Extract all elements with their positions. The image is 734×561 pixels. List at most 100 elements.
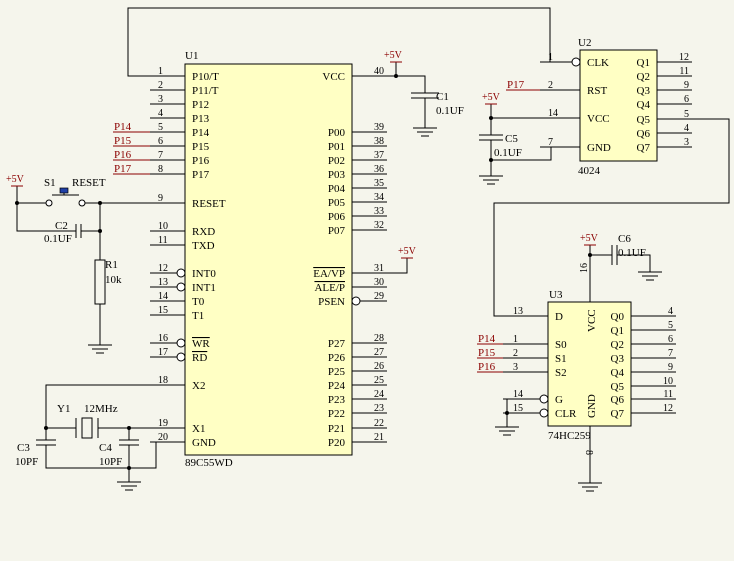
- pin-number: 39: [374, 122, 384, 133]
- pin-number: 26: [374, 361, 384, 372]
- u3-body: [547, 301, 632, 427]
- pin-name: Q3: [637, 85, 651, 97]
- pin-name: P24: [328, 380, 346, 392]
- pin-name: ALE/P: [314, 282, 345, 294]
- pin-name: Q4: [611, 367, 625, 379]
- pin-number: 14: [158, 291, 168, 302]
- pin-name: G: [555, 394, 563, 406]
- vcc-flag-reset: +5V: [6, 174, 25, 187]
- pin-name: P11/T: [192, 85, 219, 97]
- pin-name: X1: [192, 423, 205, 435]
- ground-icon: [578, 482, 602, 492]
- u3-right-pin: 5Q1: [611, 320, 676, 337]
- net-label: P14: [478, 333, 496, 345]
- pin-name: P22: [328, 408, 345, 420]
- pin-name: RST: [587, 85, 607, 97]
- pin-name: P00: [328, 127, 346, 139]
- pin-number: 12: [679, 52, 689, 63]
- c3-value: 10PF: [15, 456, 38, 468]
- pin-name: Q7: [637, 142, 651, 154]
- pin-number: 38: [374, 136, 384, 147]
- pin-name: X2: [192, 380, 205, 392]
- u1-body: [184, 63, 353, 456]
- pin-number: 23: [374, 403, 384, 414]
- net-label: P16: [478, 361, 496, 373]
- pin-name: Q1: [611, 325, 624, 337]
- pin-name: Q6: [637, 128, 651, 140]
- ground-icon: [88, 344, 112, 354]
- pin-name: EA/VP: [313, 268, 345, 280]
- pin-number: 16: [158, 333, 168, 344]
- vcc-flag-u2: +5V: [482, 92, 501, 105]
- u3-vcc-pin-name: VCC: [586, 309, 598, 332]
- c4-value: 10PF: [99, 456, 122, 468]
- pin-number: 31: [374, 263, 384, 274]
- pin-number: 6: [158, 136, 163, 147]
- net-label: P17: [114, 163, 132, 175]
- pin-number: 4: [158, 108, 163, 119]
- c6-value: 0.1UF: [618, 247, 646, 259]
- c3-ref: C3: [17, 442, 30, 454]
- component-labels: C1 0.1UF C2 0.1UF C3 10PF C4 10PF C5 0.1…: [15, 91, 646, 468]
- c5-value: 0.1UF: [494, 147, 522, 159]
- c4-ref: C4: [99, 442, 112, 454]
- u2-right-pin: 6Q4: [637, 94, 692, 111]
- u2-ref: U2: [578, 37, 591, 49]
- pin-number: 9: [668, 362, 673, 373]
- pin-number: 12: [158, 263, 168, 274]
- pin-number: 14: [513, 389, 523, 400]
- pin-number: 2: [548, 80, 553, 91]
- pin-name: P16: [192, 155, 210, 167]
- u1-right-pins: 40VCC39P0038P0137P0236P0335P0434P0533P06…: [313, 66, 387, 449]
- pin-name: P15: [192, 141, 210, 153]
- pin-number: 14: [548, 108, 558, 119]
- pin-number: 1: [158, 66, 163, 77]
- c2-ref: C2: [55, 220, 68, 232]
- pin-name: Q0: [611, 311, 625, 323]
- pin-name: RD: [192, 352, 207, 364]
- pin-name: Q2: [637, 71, 650, 83]
- pin-name: P20: [328, 437, 346, 449]
- pin-number: 15: [513, 403, 523, 414]
- net-label: P15: [114, 135, 132, 147]
- u2-right-pin: 9 Q3: [637, 80, 692, 97]
- pin-name: Q1: [637, 57, 650, 69]
- pin-number: 28: [374, 333, 384, 344]
- pin-number: 33: [374, 206, 384, 217]
- pin-name: TXD: [192, 240, 215, 252]
- pin-number: 15: [158, 305, 168, 316]
- ground-icon: [495, 426, 519, 436]
- pin-name: P12: [192, 99, 209, 111]
- pin-number: 9: [684, 80, 689, 91]
- u1-right-pin: 23 P22: [328, 403, 387, 420]
- pin-name: Q7: [611, 408, 625, 420]
- u2-body: [579, 49, 658, 162]
- pin-name: D: [555, 311, 563, 323]
- pin-name: PSEN: [318, 296, 345, 308]
- pin-name: P04: [328, 183, 346, 195]
- pin-name: RESET: [192, 198, 226, 210]
- pin-number: 22: [374, 418, 384, 429]
- u2-part: 4024: [578, 165, 601, 177]
- pin-number: 18: [158, 375, 168, 386]
- pin-name: P07: [328, 225, 346, 237]
- pin-number: 20: [158, 432, 168, 443]
- ground-icon: [413, 127, 437, 137]
